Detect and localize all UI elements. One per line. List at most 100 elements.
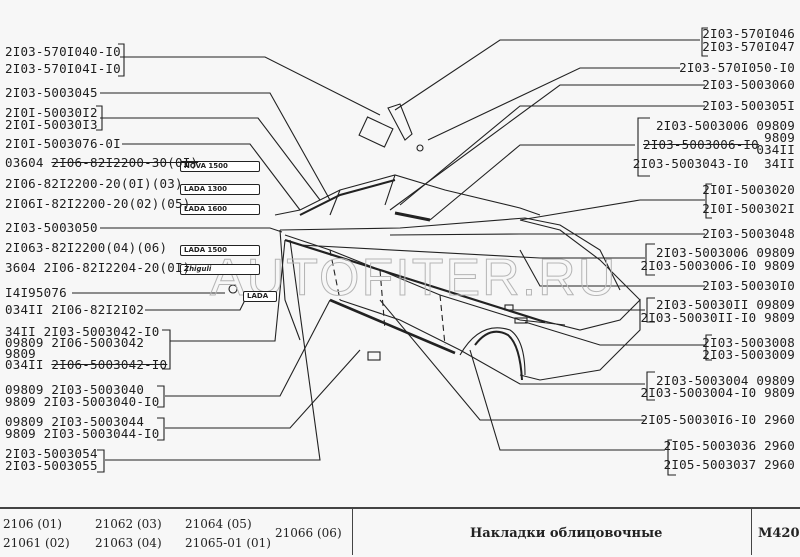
leader-l1	[120, 56, 381, 116]
sheet-code: M420	[758, 526, 800, 541]
leader-l13	[170, 239, 286, 342]
leader-r2	[427, 67, 680, 141]
part-label[interactable]: 2I03-5003006 09809	[655, 118, 795, 133]
badge-lada-1300: LADA 1300	[180, 184, 260, 195]
part-label[interactable]: 2I03-570I047	[702, 39, 795, 54]
part-label[interactable]: 2I03-50030I0	[702, 278, 795, 293]
part-label[interactable]: 2I03-5003055	[5, 458, 98, 473]
model-code: 21064 (05)	[185, 517, 252, 531]
bracket-l14	[157, 385, 165, 408]
part-clip-1	[504, 304, 514, 311]
part-label[interactable]: I4I95076	[5, 285, 67, 300]
leader-l12	[145, 299, 246, 311]
badge-nova-1500: NOVA 1500	[180, 161, 260, 172]
bracket-r11	[705, 334, 712, 361]
part-label[interactable]: 09809 2I06-5003042	[5, 335, 145, 350]
part-label[interactable]: 2I03-50030II 09809	[655, 297, 795, 312]
part-label[interactable]: 2I063-82I2200(04)(06)	[5, 240, 168, 255]
part-label[interactable]: 2I03-570I04I-I0	[5, 61, 121, 76]
part-label[interactable]: 2I03-5003006 09809	[655, 245, 795, 260]
part-label[interactable]: 2I03-5003004 09809	[655, 373, 795, 388]
part-label[interactable]: 2I0I-5003076-0I	[5, 136, 121, 151]
part-label[interactable]: 2I06-82I2200-20(0I)(03)	[5, 176, 183, 191]
footer-divider	[352, 507, 353, 555]
bracket-r5	[637, 117, 650, 177]
part-label[interactable]: 2I03-5003006-I0	[643, 138, 759, 152]
struck-part-number: 2I06-82I2200-30(0I)	[51, 155, 199, 170]
part-label[interactable]: 9809 2I03-5003044-I0	[5, 426, 160, 441]
car-roof-outline	[274, 174, 541, 216]
part-label[interactable]: 9809 2I03-5003040-I0	[5, 394, 160, 409]
leader-r6	[519, 199, 705, 221]
part-label[interactable]: 2I0I-5003020	[702, 182, 795, 197]
part-label[interactable]: 2I03-5003008	[702, 335, 795, 350]
bracket-r6	[705, 183, 712, 219]
part-screw	[228, 284, 238, 294]
part-label[interactable]: 2I03-500305I	[702, 98, 795, 113]
part-label[interactable]: 2I03-5003006-I0 9809	[640, 258, 795, 273]
car-front	[519, 298, 641, 381]
badge-lada-1500: LADA 1500	[180, 245, 260, 256]
part-label[interactable]: 09809 2I03-5003044	[5, 414, 145, 429]
part-label[interactable]: 2I03-5003054	[5, 446, 98, 461]
watermark: AUTOFITER.RU	[209, 249, 618, 308]
part-label[interactable]: 2I03-570I046	[702, 26, 795, 41]
part-label[interactable]: 2I06I-82I2200-20(02)(05)	[5, 196, 191, 211]
part-label[interactable]: 34II 2I03-5003042-I0	[5, 324, 160, 339]
leader-r9	[519, 249, 705, 287]
trim-roof-strip	[394, 211, 431, 222]
leader-r12	[459, 349, 645, 385]
part-label[interactable]: 2I03-5003004-I0 9809	[640, 385, 795, 400]
part-label[interactable]: 2I03-5003009	[702, 347, 795, 362]
part-label[interactable]: 2I03-570I050-I0	[679, 60, 795, 75]
part-label[interactable]: 09809 2I03-5003040	[5, 382, 145, 397]
part-label[interactable]: 2I0I-500302I	[702, 201, 795, 216]
bracket-r1	[701, 27, 708, 57]
part-label[interactable]: 2I05-5003037 2960	[663, 457, 795, 472]
part-label[interactable]: 2I03-5003043-I0 34II	[632, 156, 795, 171]
badge-lada-emblem: LADA	[243, 291, 277, 302]
model-code: 21063 (04)	[95, 536, 162, 550]
part-label[interactable]: 034II 2I06-82I2I02	[5, 302, 145, 317]
leader-r11	[524, 321, 705, 346]
leader-l3	[100, 117, 321, 201]
part-label[interactable]: 2I03-5003048	[702, 226, 795, 241]
part-label[interactable]: 3604 2I06-82I2204-20(0I)	[5, 260, 191, 275]
leader-r13	[379, 299, 645, 421]
title-block	[0, 507, 800, 557]
leader-l15	[165, 349, 361, 429]
bracket-r14	[667, 439, 676, 476]
part-label[interactable]: 2I05-50030I6-I0 2960	[640, 412, 795, 427]
bracket-l13	[162, 329, 171, 370]
leader-r8	[299, 244, 645, 259]
model-code: 21062 (03)	[95, 517, 162, 531]
model-code: 21065-01 (01)	[185, 536, 271, 550]
badge-lada-1600: LADA 1600	[180, 204, 260, 215]
footer-divider	[751, 507, 752, 555]
part-bracket	[367, 351, 381, 361]
trim-side-molding	[284, 238, 546, 324]
part-clip-2	[514, 317, 528, 324]
part-label[interactable]: 2I0I-50030I3	[5, 117, 98, 132]
part-label[interactable]: 2I0I-50030I2	[5, 105, 98, 120]
trim-arch-molding	[474, 330, 523, 381]
code-prefix: 03604	[5, 155, 52, 170]
bracket-r10	[646, 297, 655, 323]
part-label[interactable]: 03604 2I06-82I2200-30(0I)	[5, 156, 198, 170]
part-label[interactable]: 2I03-50030II-I0 9809	[640, 310, 795, 325]
code-prefix: 034II	[5, 357, 44, 372]
part-label[interactable]: 034II 2I06-5003042-I0	[5, 358, 167, 372]
trim-drip-rail	[299, 179, 396, 216]
part-label[interactable]: 2I03-5003045	[5, 85, 98, 100]
leader-r7	[389, 233, 705, 236]
part-label[interactable]: 2I03-5003050	[5, 220, 98, 235]
part-label[interactable]: 2I05-5003036 2960	[663, 438, 795, 453]
model-code: 2106 (01)	[3, 517, 62, 531]
car-lower-sill	[339, 299, 461, 351]
struck-part-number: 2I06-5003042-I0	[51, 357, 168, 372]
part-label[interactable]: 2I03-570I040-I0	[5, 44, 121, 59]
bracket-l1	[118, 43, 125, 77]
leader-r4	[399, 105, 705, 206]
part-label[interactable]: 2I03-5003060	[702, 77, 795, 92]
